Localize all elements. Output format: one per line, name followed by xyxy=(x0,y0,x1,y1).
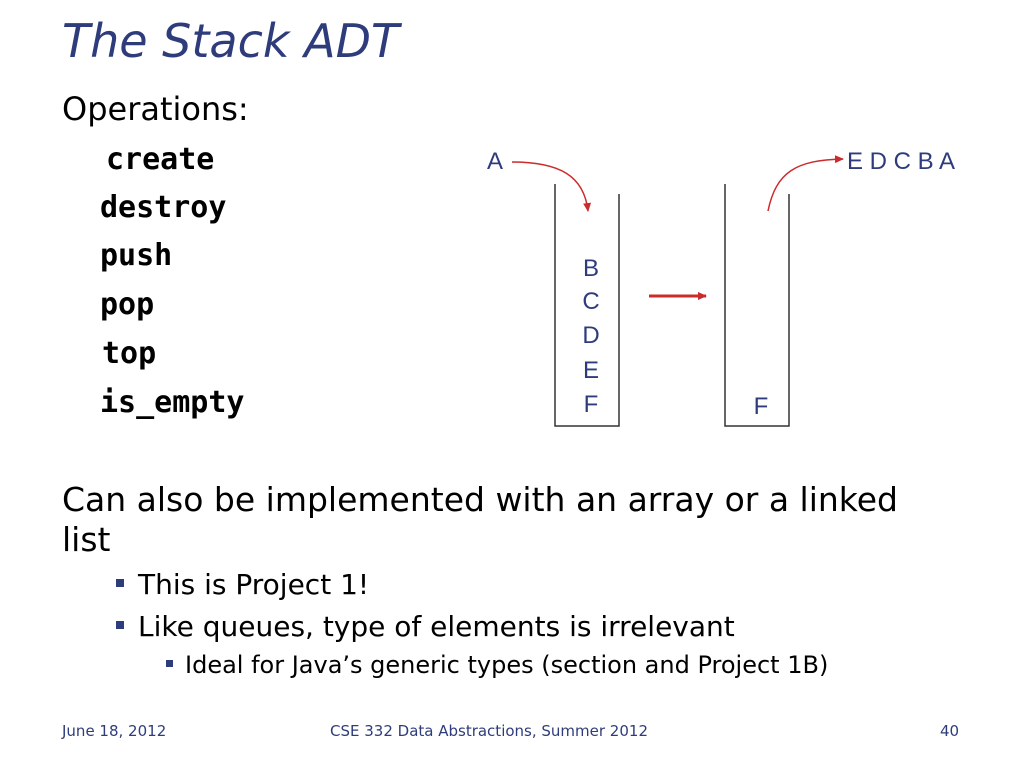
incoming-label: A xyxy=(487,148,503,175)
outgoing-label: E D C B A xyxy=(847,148,955,175)
pop-arrow xyxy=(767,155,844,212)
slide-title: The Stack ADT xyxy=(62,14,400,68)
left-stack-item: C xyxy=(582,288,599,315)
implementation-paragraph: Can also be implemented with an array or… xyxy=(62,480,898,559)
left-stack-item: E xyxy=(583,357,599,384)
left-stack-container xyxy=(554,184,620,427)
right-stack-item: F xyxy=(754,393,769,420)
operation-create: create xyxy=(106,142,215,177)
square-bullet-icon xyxy=(116,579,124,587)
left-stack-item: D xyxy=(582,322,599,349)
operations-heading: Operations: xyxy=(62,90,249,128)
left-stack-item: F xyxy=(584,391,599,418)
operation-push: push xyxy=(100,238,173,273)
operation-is-empty: is_empty xyxy=(100,385,245,420)
footer-course: CSE 332 Data Abstractions, Summer 2012 xyxy=(330,722,648,740)
left-stack-item: B xyxy=(583,255,599,282)
bullet-item: Like queues, type of elements is irrelev… xyxy=(116,610,735,643)
operation-top: top xyxy=(102,336,157,371)
sub-bullet-text: Ideal for Java’s generic types (section … xyxy=(185,651,829,679)
square-bullet-icon xyxy=(116,621,124,629)
right-stack-container xyxy=(724,184,790,427)
operation-destroy: destroy xyxy=(100,190,227,225)
bullet-text: This is Project 1! xyxy=(138,568,370,601)
bullet-text: Like queues, type of elements is irrelev… xyxy=(138,610,735,643)
bullet-item: This is Project 1! xyxy=(116,568,369,601)
push-arrow xyxy=(511,161,592,212)
footer-page-number: 40 xyxy=(940,722,960,740)
sub-bullet-item: Ideal for Java’s generic types (section … xyxy=(166,651,828,679)
square-bullet-icon xyxy=(166,659,173,667)
operation-pop: pop xyxy=(100,287,155,322)
footer-date: June 18, 2012 xyxy=(62,722,167,740)
